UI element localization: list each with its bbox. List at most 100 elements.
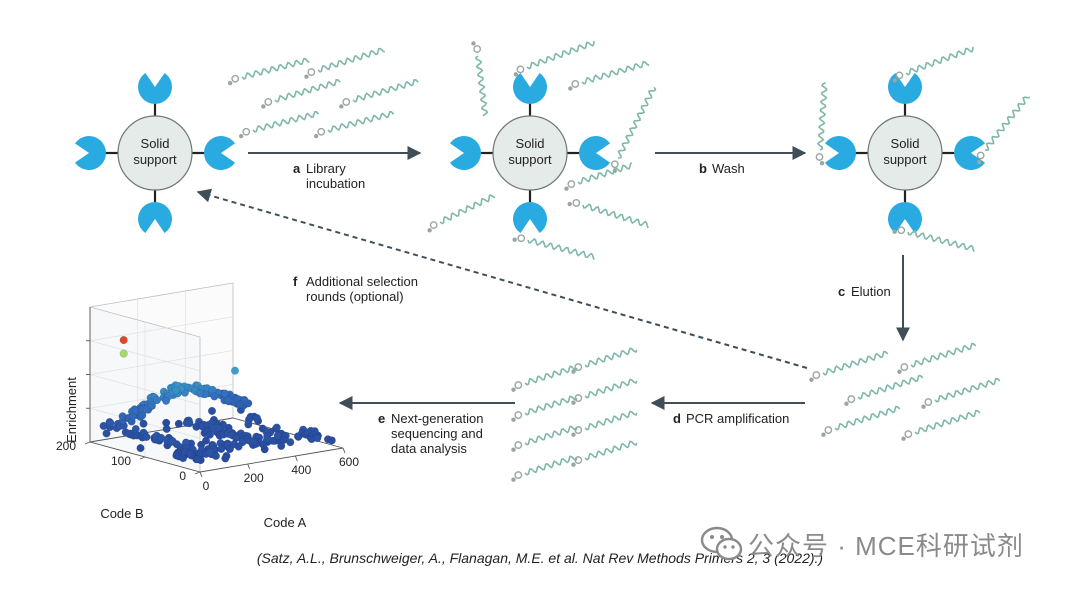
plot-point <box>221 454 230 463</box>
plot-point <box>234 442 243 451</box>
dna-strand <box>577 162 633 185</box>
receptor-icon <box>888 202 923 234</box>
dna-strand <box>439 193 496 225</box>
molecule-group <box>809 377 814 382</box>
dna-tagged-compound <box>568 60 650 91</box>
molecule-group <box>261 104 266 109</box>
plot-point <box>142 433 151 442</box>
plot-point <box>119 349 128 358</box>
citation: (Satz, A.L., Brunschweiger, A., Flanagan… <box>256 550 824 566</box>
molecule-head <box>429 221 438 229</box>
molecule-group <box>304 74 309 79</box>
dna-tagged-compound <box>844 374 924 406</box>
molecule-head <box>574 456 583 464</box>
molecule-head <box>514 441 523 449</box>
molecule-head <box>231 74 240 83</box>
step-text-e-2: data analysis <box>391 441 467 456</box>
dna-tagged-compound <box>313 110 395 139</box>
plot-y-tick <box>139 456 146 460</box>
step-letter-e: e <box>378 411 385 426</box>
step-text-f-1: rounds (optional) <box>306 289 404 304</box>
dna-tagged-compound <box>511 425 578 452</box>
dna-strand <box>524 395 578 416</box>
receptor-icon <box>888 72 923 104</box>
dna-strand <box>241 57 310 80</box>
molecule-head <box>307 68 316 76</box>
dna-strand <box>352 78 419 103</box>
molecule-group <box>471 41 476 46</box>
molecule-group <box>819 160 825 166</box>
plot-point <box>174 419 183 428</box>
plot-y-axis-label: Code B <box>100 506 143 521</box>
wechat-icon <box>700 526 743 561</box>
molecule-head <box>517 234 526 243</box>
molecule-group <box>511 417 516 422</box>
dna-strand <box>526 40 595 70</box>
molecule-head <box>514 411 523 419</box>
plot-x-tick-label: 200 <box>244 471 264 485</box>
plot-point <box>185 449 194 458</box>
plot-x-tick <box>247 463 251 470</box>
dna-strand <box>857 374 924 400</box>
molecule-head <box>572 199 581 207</box>
dna-strand <box>524 365 578 386</box>
plot-point <box>235 400 244 409</box>
dna-tagged-compound <box>571 410 638 437</box>
plot-point <box>277 441 286 450</box>
molecule-group <box>571 400 576 405</box>
dna-tagged-compound <box>564 162 633 191</box>
plot-point <box>272 423 281 432</box>
receptor-icon <box>74 136 106 170</box>
step-letter-c: c <box>838 284 845 299</box>
plot-point <box>252 414 261 423</box>
plot-point <box>106 419 115 428</box>
molecule-group <box>571 462 576 467</box>
molecule-group <box>511 477 516 482</box>
plot-point <box>294 432 303 441</box>
molecule-group <box>511 387 516 392</box>
dna-strand <box>327 110 395 133</box>
plot-y-tick <box>194 471 201 475</box>
plot-point <box>273 431 282 440</box>
plot-point <box>205 430 214 439</box>
dna-strand <box>582 203 649 229</box>
molecule-head <box>895 71 904 80</box>
dna-strand <box>584 378 638 399</box>
plot-axis-line <box>199 447 344 473</box>
dna-strand <box>914 409 981 435</box>
support-label-line1: Solid <box>516 136 545 151</box>
plot-point <box>207 406 216 415</box>
dna-tagged-compound <box>815 81 828 166</box>
molecule-head <box>514 471 523 479</box>
dna-tagged-compound <box>821 405 901 437</box>
dna-tagged-compound <box>512 234 595 260</box>
molecule-group <box>512 237 517 242</box>
plot-x-tick-label: 0 <box>203 479 210 493</box>
support-label-line2: support <box>883 152 927 167</box>
molecule-head <box>976 151 985 160</box>
molecule-head <box>574 394 583 402</box>
receptor-icon <box>138 202 172 234</box>
plot-point <box>119 336 128 345</box>
plot-point <box>193 455 202 464</box>
dna-tagged-compound <box>511 455 578 482</box>
step-letter-a: a <box>293 161 301 176</box>
molecule-head <box>342 98 351 106</box>
dna-tagged-compound <box>897 342 977 374</box>
dna-strand <box>584 347 638 368</box>
molecule-head <box>924 398 933 406</box>
step-text-a-1: incubation <box>306 176 365 191</box>
plot-point <box>185 419 194 428</box>
dna-tagged-compound <box>427 193 496 233</box>
molecule-head <box>904 430 913 438</box>
dna-strand <box>834 405 901 431</box>
plot-point <box>213 423 222 432</box>
dna-strand <box>584 410 638 431</box>
plot-point <box>142 405 151 414</box>
molecule-head <box>897 226 906 235</box>
dna-tagged-compound <box>892 226 975 252</box>
plot-point <box>210 392 219 401</box>
